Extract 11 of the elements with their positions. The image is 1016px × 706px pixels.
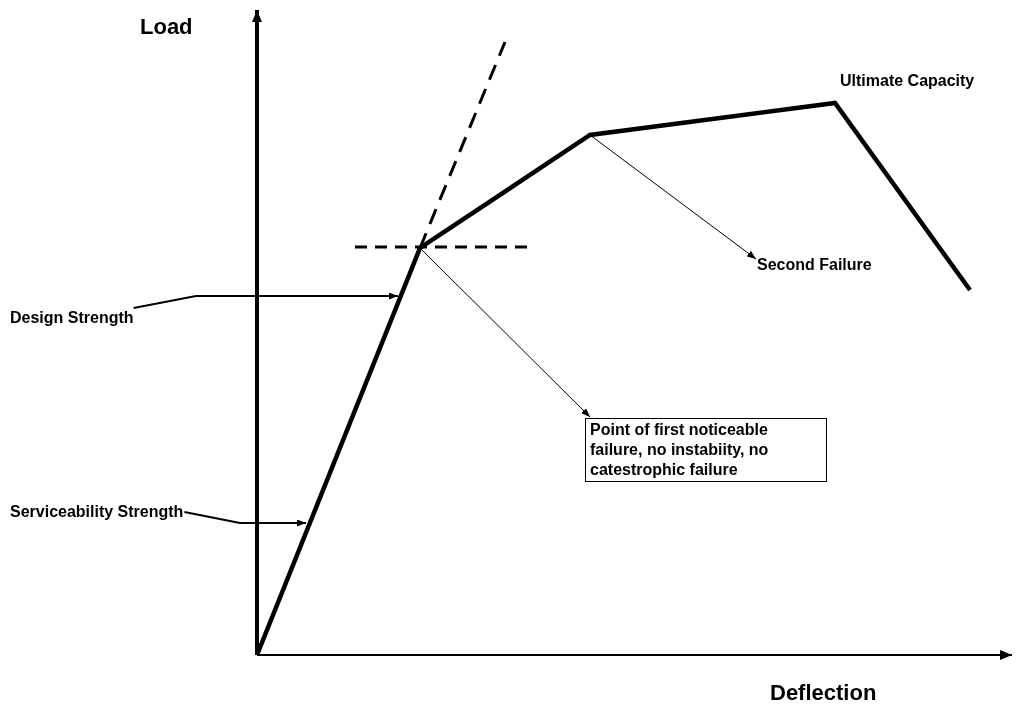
leader-line <box>589 134 757 260</box>
callout-text: Design Strength <box>10 308 134 328</box>
callout-box: Point of first noticeable failure, no instabiity, no catestrophic failure <box>585 418 827 482</box>
peak-label: Ultimate Capacity <box>840 71 975 91</box>
arrow <box>132 292 399 309</box>
axis-title: Deflection <box>770 680 877 706</box>
arrow <box>183 511 307 527</box>
leader-line <box>419 247 591 418</box>
callout-text: Second Failure <box>757 255 872 275</box>
axis-title: Load <box>140 14 193 40</box>
callout-text: Serviceability Strength <box>10 502 184 522</box>
